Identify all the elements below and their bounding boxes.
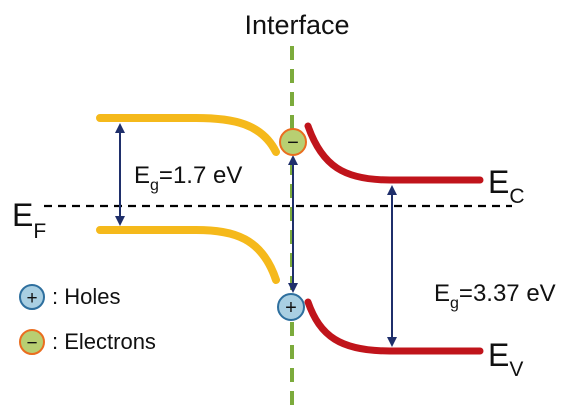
right-gap-label: Eg=3.37 eV	[434, 280, 556, 312]
legend-hole-icon	[19, 284, 45, 310]
right-gap-sub: g	[450, 295, 459, 312]
electron-circle	[279, 128, 307, 156]
left-valence-band	[96, 226, 280, 284]
left-gap-label: Eg=1.7 eV	[134, 162, 242, 194]
right-gap-main: E	[434, 280, 450, 307]
legend: + : Holes − : Electrons	[19, 284, 156, 355]
electron-symbol: −	[287, 132, 299, 154]
fermi-label-sub: F	[33, 220, 46, 243]
valence-label-main: E	[488, 337, 509, 373]
fermi-level-label: EF	[12, 197, 46, 243]
left-conduction-band	[96, 114, 280, 156]
interface-label: Interface	[244, 10, 349, 40]
hole-circle	[277, 293, 305, 321]
legend-electron-icon	[19, 329, 45, 355]
right-gap-value: =3.37 eV	[459, 280, 556, 307]
valence-label-sub: V	[509, 358, 523, 381]
left-gap-main: E	[134, 162, 150, 189]
right-conduction-band	[304, 122, 484, 184]
conduction-band-label: EC	[488, 164, 525, 208]
legend-item-holes: + : Holes	[19, 284, 120, 310]
legend-electron-text: : Electrons	[52, 329, 156, 354]
legend-electron-symbol: −	[26, 333, 37, 354]
conduction-label-main: E	[488, 164, 509, 200]
right-valence-band	[304, 298, 484, 355]
left-gap-value: =1.7 eV	[159, 162, 242, 189]
legend-hole-symbol: +	[26, 288, 37, 309]
fermi-label-main: E	[12, 197, 33, 233]
left-gap-sub: g	[150, 177, 159, 194]
electron-carrier: −	[279, 128, 307, 156]
conduction-label-sub: C	[509, 185, 524, 208]
legend-item-electrons: − : Electrons	[19, 329, 156, 355]
legend-hole-text: : Holes	[52, 284, 120, 309]
hole-symbol: +	[285, 297, 297, 319]
valence-band-label: EV	[488, 337, 523, 381]
hole-carrier: +	[277, 293, 305, 321]
